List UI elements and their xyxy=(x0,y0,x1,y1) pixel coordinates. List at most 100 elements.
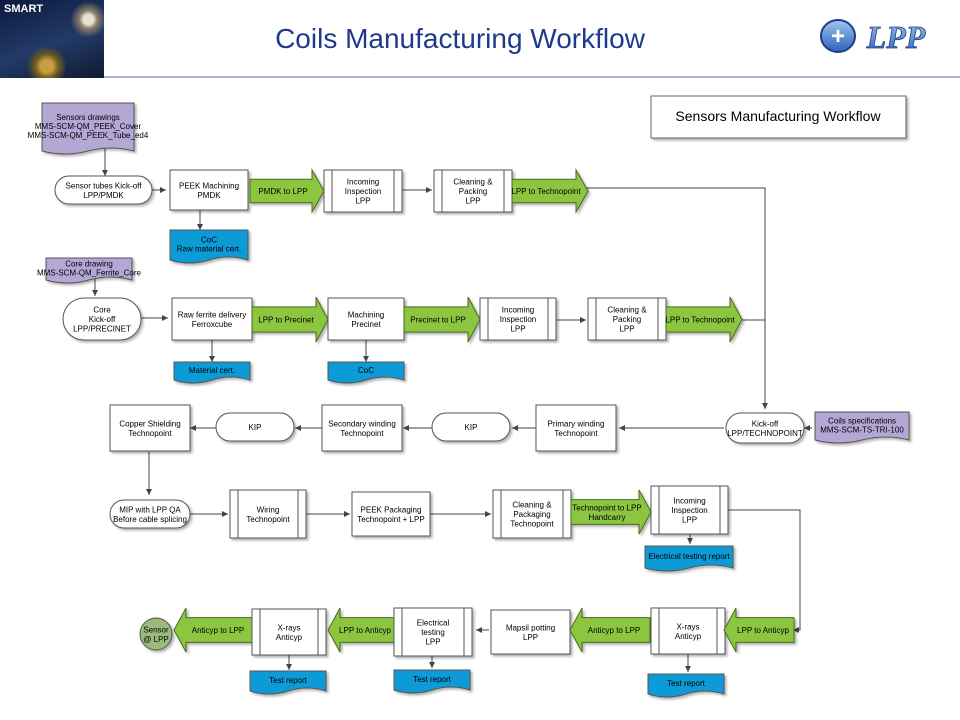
node-label: Inspection xyxy=(500,315,536,324)
node-label: Precinet xyxy=(351,320,381,329)
node-label: Technopoint to LPP xyxy=(572,503,641,512)
node-label: LPP/PRECINET xyxy=(73,325,131,334)
node-label: Precinet to LPP xyxy=(410,316,466,325)
node-label: LPP to Precinet xyxy=(258,316,314,325)
arrow-lpp-to-precinet: LPP to Precinet xyxy=(251,296,329,343)
doc-coc: CoC xyxy=(327,361,405,384)
node-kip-1: KIP xyxy=(215,412,295,442)
node-label: Ferroxcube xyxy=(192,320,233,329)
node-label: LPP xyxy=(619,325,634,334)
node-label: Cleaning & xyxy=(512,501,552,510)
arrow-anticyp-to-lpp-1: Anticyp to LPP xyxy=(173,607,255,653)
doc-test-report-2: Test report xyxy=(393,669,471,694)
node-kip-2: KIP xyxy=(431,412,511,442)
connectors xyxy=(92,128,812,672)
node-label: LPP xyxy=(523,633,538,642)
node-label: Copper Shielding xyxy=(119,419,180,428)
node-label: LPP to Technopoint xyxy=(511,187,581,196)
node-label: MMS-SCM-QM_PEEK_Cover xyxy=(35,122,142,131)
svg-text:+: + xyxy=(831,23,845,50)
node-label: Machining xyxy=(348,310,384,319)
node-label: Raw material cert. xyxy=(177,245,241,254)
node-label: PEEK Packaging xyxy=(361,505,422,514)
lpp-logo: + LPP xyxy=(820,19,926,55)
node-label: Sensor xyxy=(143,625,169,634)
arrow-lpp-to-technopoint-2: LPP to Technopoint xyxy=(665,296,743,343)
node-label: Mapsil potting xyxy=(506,623,555,632)
doc-sensors-drawings: Sensors drawingsMMS-SCM-QM_PEEK_CoverMMS… xyxy=(28,102,149,155)
lpp-logo-text: LPP xyxy=(866,19,926,55)
node-label: MMS-SCM-QM_Ferrite_Core xyxy=(37,269,142,278)
legend-label: Sensors Manufacturing Workflow xyxy=(675,108,881,124)
node-label: Core xyxy=(93,306,111,315)
node-label: LPP to Anticyp xyxy=(737,626,789,635)
node-label: Core drawing xyxy=(65,260,113,269)
node-label: Technopoint xyxy=(510,520,554,529)
node-label: LPP xyxy=(510,325,525,334)
doc-electrical-testing-report: Electrical testing report xyxy=(644,545,734,572)
node-label: LPP xyxy=(682,516,697,525)
node-label: Sensor tubes Kick-off xyxy=(66,181,143,190)
node-label: Test report xyxy=(413,675,452,684)
node-label: Packaging xyxy=(513,510,550,519)
node-label: Raw ferrite delivery xyxy=(178,310,246,319)
node-label: Primary winding xyxy=(548,419,605,428)
node-label: LPP to Anticyp xyxy=(339,626,391,635)
node-label: Electrical xyxy=(417,619,450,628)
node-label: Test report xyxy=(269,676,308,685)
node-label: X-rays xyxy=(277,623,300,632)
node-label: Cleaning & xyxy=(453,178,493,187)
node-label: MMS-SCM-TS-TRI-100 xyxy=(820,426,904,435)
arrow-lpp-to-anticyp-1: LPP to Anticyp xyxy=(327,607,395,653)
node-label: KIP xyxy=(249,423,262,432)
node-label: Anticyp xyxy=(276,633,303,642)
node-label: @ LPP xyxy=(143,635,168,644)
page-title: Coils Manufacturing Workflow xyxy=(275,23,645,54)
node-label: Kick-off xyxy=(89,315,116,324)
node-label: Electrical testing report xyxy=(648,552,730,561)
node-label: CoC xyxy=(358,366,374,375)
arrow-anticyp-to-lpp-2: Anticyp to LPP xyxy=(569,607,651,653)
node-label: testing xyxy=(421,628,445,637)
node-label: Cleaning & xyxy=(607,306,647,315)
node-label: PMDK to LPP xyxy=(258,187,307,196)
node-label: MIP with LPP QA xyxy=(119,505,181,514)
node-label: LPP xyxy=(425,638,440,647)
node-label: Before cable splicing xyxy=(113,515,187,524)
node-label: Anticyp to LPP xyxy=(192,626,244,635)
node-label: Secondary winding xyxy=(328,419,396,428)
doc-test-report-1: Test report xyxy=(249,670,327,695)
arrow-precinet-to-lpp: Precinet to LPP xyxy=(403,296,481,343)
node-label: KIP xyxy=(465,423,478,432)
node-label: Incoming xyxy=(347,178,379,187)
arrow-lpp-to-anticyp-2: LPP to Anticyp xyxy=(723,607,795,653)
node-label: Technopoint xyxy=(128,429,172,438)
node-label: Technopoint xyxy=(340,429,384,438)
node-label: PEEK Machining xyxy=(179,181,239,190)
doc-material-cert: Material cert. xyxy=(173,361,251,384)
smart-logo-text: SMART xyxy=(4,3,44,15)
node-label: Incoming xyxy=(673,497,705,506)
node-label: Inspection xyxy=(671,506,707,515)
node-label: Technopoint + LPP xyxy=(357,515,424,524)
